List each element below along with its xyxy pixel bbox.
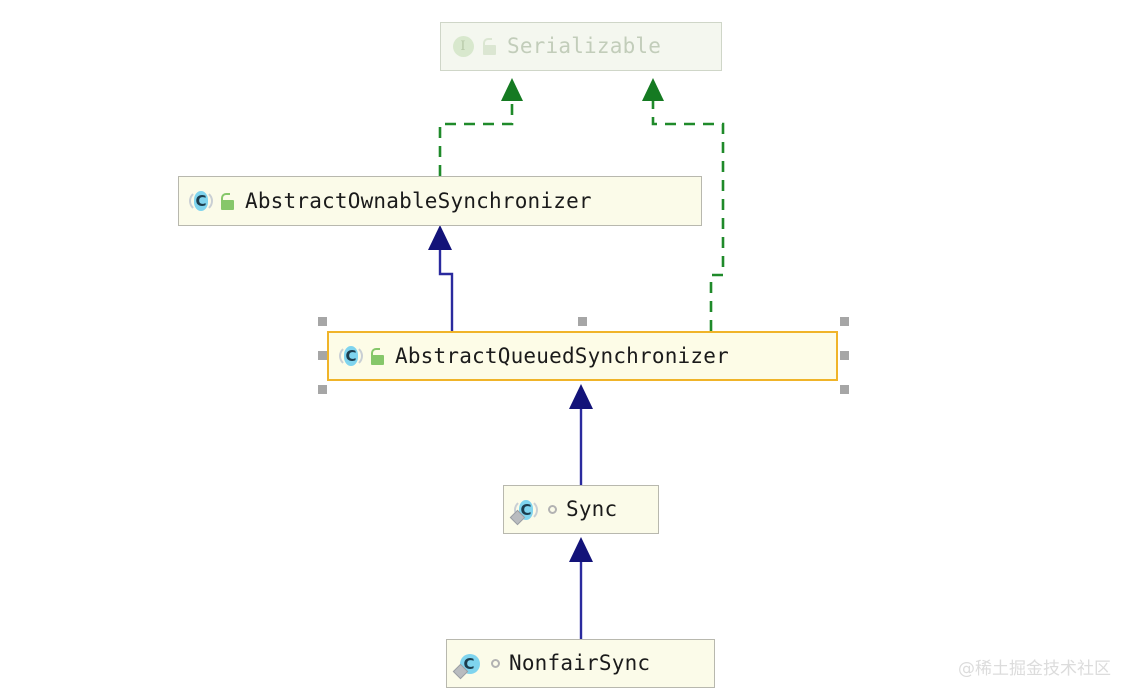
package-private-icon <box>491 659 500 668</box>
selection-handle-top-center[interactable] <box>578 317 587 326</box>
package-private-icon <box>548 505 557 514</box>
node-serializable[interactable]: I Serializable <box>440 22 722 71</box>
lock-open-icon <box>220 192 236 210</box>
node-abstract-queued-synchronizer[interactable]: C AbstractQueuedSynchronizer <box>327 331 838 381</box>
abstract-class-icon: C <box>338 343 364 369</box>
selection-handle-top-left[interactable] <box>318 317 327 326</box>
abstract-class-icon: C <box>188 188 214 214</box>
node-label: NonfairSync <box>509 651 651 675</box>
selection-handle-middle-left[interactable] <box>318 351 327 360</box>
lock-open-icon <box>370 347 386 365</box>
node-abstract-ownable-synchronizer[interactable]: C AbstractOwnableSynchronizer <box>178 176 702 226</box>
lock-open-icon <box>482 38 498 55</box>
selection-handle-top-right[interactable] <box>840 317 849 326</box>
node-label: Serializable <box>507 34 662 58</box>
selection-handle-bottom-left[interactable] <box>318 385 327 394</box>
node-label: Sync <box>566 497 618 521</box>
watermark: @稀土掘金技术社区 <box>958 659 1111 679</box>
selection-handle-bottom-right[interactable] <box>840 385 849 394</box>
node-sync[interactable]: C Sync <box>503 485 659 534</box>
edge-sync-extends-aqs <box>569 384 593 485</box>
node-label: AbstractOwnableSynchronizer <box>245 188 592 213</box>
static-class-icon: C <box>452 651 482 679</box>
selection-handle-middle-right[interactable] <box>840 351 849 360</box>
node-nonfair-sync[interactable]: C NonfairSync <box>446 639 715 688</box>
edge-aos-implements-serializable <box>438 78 523 176</box>
node-label: AbstractQueuedSynchronizer <box>395 343 729 368</box>
interface-icon: I <box>450 34 476 60</box>
edge-aqs-extends-aos <box>428 225 454 331</box>
edge-nonfairsync-extends-sync <box>569 537 593 639</box>
abstract-static-class-icon: C <box>509 497 539 525</box>
